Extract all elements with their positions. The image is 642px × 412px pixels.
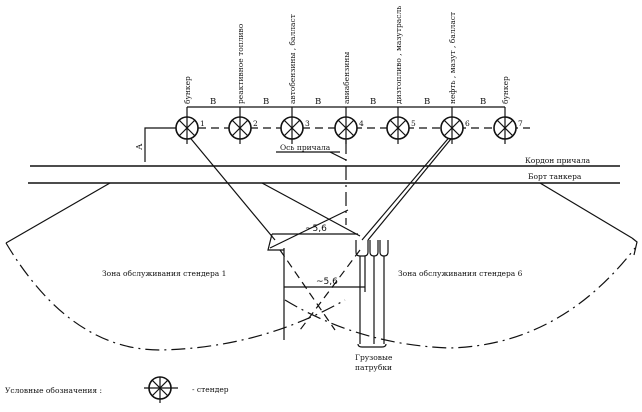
standers-group: 1 бункер 2 реактивное топливо 3 автобензины ,… — [175, 6, 523, 144]
stander-number: 7 — [518, 119, 523, 128]
zone-6-arc — [284, 247, 636, 349]
stander-product-label: автобензины , балласт — [288, 14, 297, 104]
cross-line-dashed — [279, 249, 336, 331]
offset-dimension-line — [144, 127, 172, 162]
stander-product-label: нефть , мазут , балласт — [448, 12, 457, 104]
zone-6-arc-end — [631, 237, 638, 256]
stander-5: 5 дизтопливо , мазутрасль — [386, 6, 416, 144]
spacing-label: В — [263, 97, 269, 107]
berth-axis-leader — [329, 151, 347, 161]
stander-4: 4 авиабензины — [334, 52, 364, 144]
zone-6-radius-left-2 — [367, 133, 456, 241]
spacing-label: В — [315, 97, 321, 107]
zone-1-radius-right — [186, 133, 276, 241]
spacing-label: В — [210, 97, 216, 107]
stander-number: 1 — [200, 119, 205, 128]
spacing-label: В — [370, 97, 376, 107]
spacing-label: В — [424, 97, 430, 107]
stander-product-label: дизтопливо , мазутрасль — [394, 6, 403, 104]
zone-6-label: Зона обслуживания стендера 6 — [398, 269, 523, 278]
legend-title: Условные обозначения : — [5, 386, 102, 395]
stander-number: 4 — [359, 119, 364, 128]
stander-symbol-icon — [144, 376, 178, 403]
cross-line-dashed — [299, 249, 361, 331]
stander-number: 3 — [305, 119, 310, 128]
cargo-pipes-label-2: патрубки — [355, 363, 392, 372]
berth-edge-label: Кордон причала — [525, 156, 591, 165]
dim-upper-label: ~5,6 — [305, 224, 327, 234]
stander-product-label: бункер — [501, 76, 510, 104]
zone-1-radius-left — [5, 182, 111, 244]
zone-6-radius-left — [361, 133, 453, 241]
manifold-shape — [267, 233, 284, 251]
dim-lower-label: ~5,6 — [316, 277, 338, 287]
stander-number: 5 — [411, 119, 416, 128]
stander-product-label: авиабензины — [342, 52, 351, 104]
stander-7: 7 бункер — [493, 76, 523, 144]
stander-1: 1 бункер — [175, 76, 205, 144]
zone-1-arc — [5, 242, 346, 351]
stander-2: 2 реактивное топливо — [228, 23, 258, 144]
stander-product-label: реактивное топливо — [236, 23, 245, 104]
spacing-label: В — [480, 97, 486, 107]
cargo-pipes — [355, 240, 389, 348]
zone-1-label: Зона обслуживания стендера 1 — [102, 269, 226, 278]
stander-6: 6 нефть , мазут , балласт — [440, 12, 470, 144]
cross-line — [269, 209, 349, 249]
berth-axis-label: Ось причала — [280, 143, 331, 152]
cross-line — [261, 182, 361, 237]
zone-6-radius-right — [539, 182, 633, 239]
stander-3: 3 автобензины , балласт — [280, 14, 310, 144]
stander-number: 6 — [465, 119, 470, 128]
cargo-pipes-label-1: Грузовые — [355, 353, 393, 362]
stander-number: 2 — [253, 119, 258, 128]
legend-item-label: - стендер — [192, 385, 229, 394]
stander-product-label: бункер — [183, 76, 192, 104]
tanker-side-label: Борт танкера — [528, 172, 582, 181]
offset-label: А — [135, 143, 145, 150]
